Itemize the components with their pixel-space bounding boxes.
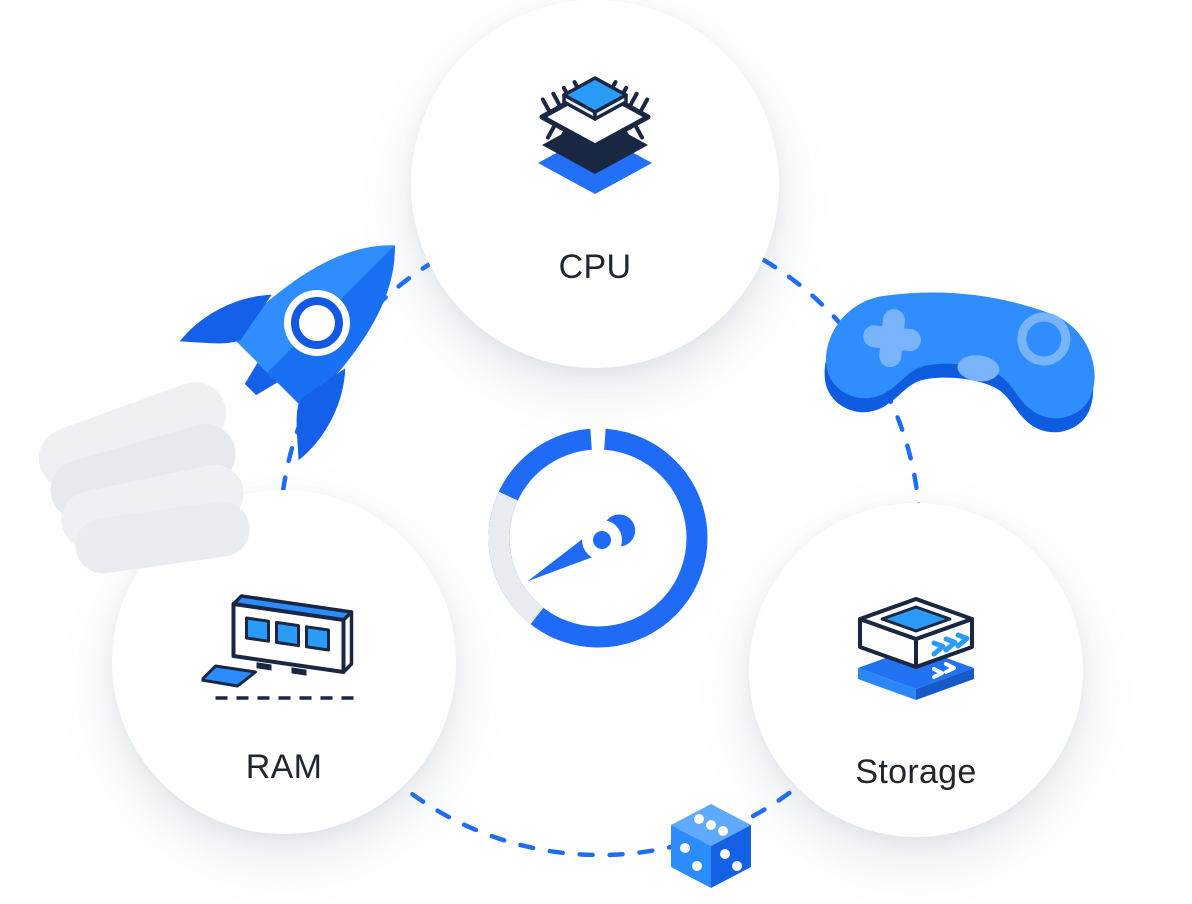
- storage-box: [858, 597, 974, 669]
- gauge-needle: [527, 514, 636, 582]
- gauge-track-segment: [488, 491, 544, 625]
- storage-drive-icon: [858, 597, 974, 700]
- gamepad-ring-button: [1017, 312, 1071, 366]
- rocket-icon: [38, 245, 395, 574]
- gamepad-body: [824, 292, 1095, 433]
- ram-chips: [245, 616, 330, 652]
- gamepad-oval-button: [957, 355, 1000, 382]
- node-storage: Storage: [749, 503, 1083, 837]
- speed-gauge-icon: [488, 427, 708, 648]
- dice-dots: [680, 814, 742, 871]
- node-label-cpu: CPU: [558, 248, 632, 286]
- node-label-storage: Storage: [855, 753, 977, 791]
- rocket-window: [283, 290, 350, 357]
- rocket-body: [179, 245, 395, 461]
- node-ram: RAM: [112, 490, 456, 834]
- node-label-ram: RAM: [245, 748, 323, 786]
- dice-icon: [671, 804, 751, 888]
- cpu-chip-icon: [538, 76, 652, 194]
- gamepad-icon: [824, 292, 1095, 433]
- gamepad-dpad-icon: [863, 309, 921, 368]
- node-cpu: CPU: [411, 0, 779, 368]
- smoke-cloud: [38, 382, 250, 574]
- ram-module-icon: [201, 594, 354, 700]
